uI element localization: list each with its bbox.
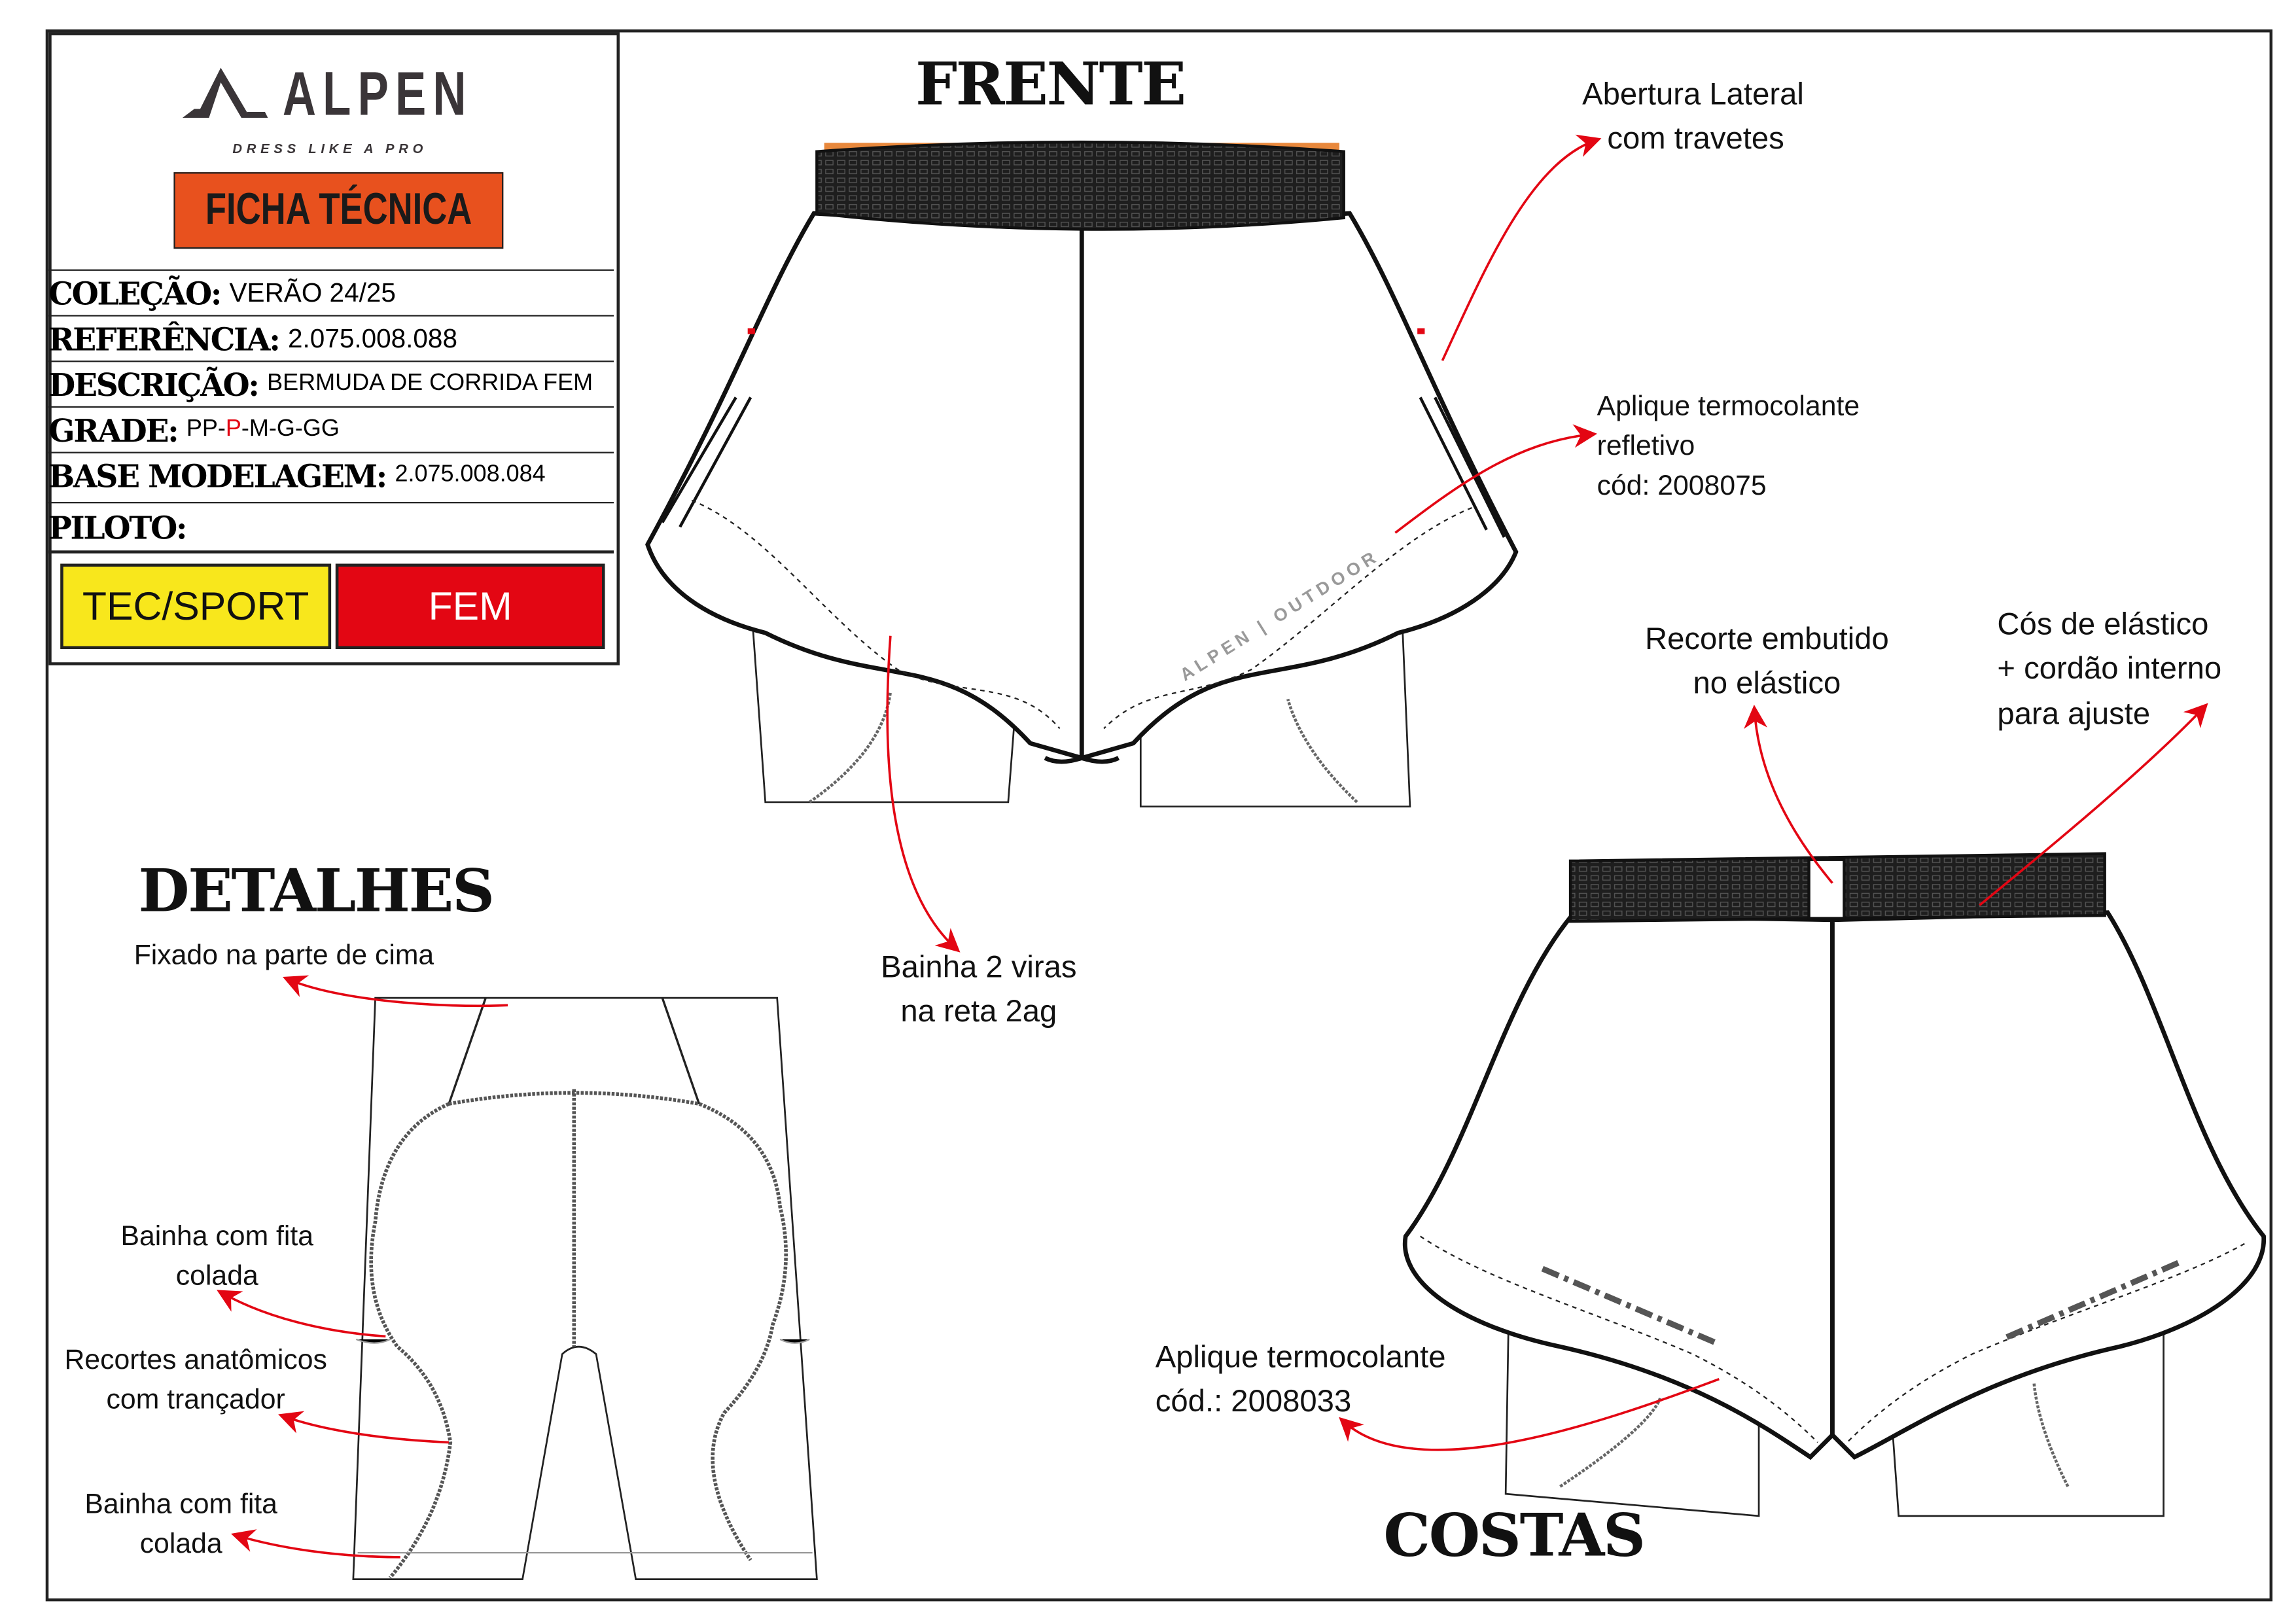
label-abertura: Abertura Lateral com travetes [1582, 73, 1804, 163]
annotation-arrows [217, 134, 2208, 1559]
category-badge: TEC/SPORT [60, 563, 332, 649]
label-cos-elastico: Cós de elástico + cordão interno para ajus… [1997, 603, 2221, 737]
back-view-title: COSTAS [1383, 1501, 1646, 1571]
label-bainha-fita-1: Bainha com fita colada [103, 1219, 331, 1297]
annotation-line: Recorte embutido [1644, 622, 1889, 657]
sheet-frame [45, 29, 2273, 1602]
row-piloto: PILOTO: [48, 502, 614, 554]
annotation-line: Cós de elástico [1997, 608, 2209, 642]
label: COLEÇÃO: [48, 274, 222, 311]
doc-title: FICHA TÉCNICA [205, 185, 472, 234]
doc-title-badge: FICHA TÉCNICA [173, 172, 504, 249]
row-colecao: COLEÇÃO:VERÃO 24/25 [48, 269, 614, 315]
annotation-line: Bainha 2 viras [881, 951, 1077, 985]
value: BERMUDA DE CORRIDA FEM [267, 370, 593, 397]
row-base: BASE MODELAGEM: 2.075.008.084 [48, 451, 614, 498]
value: 2.075.008.084 [395, 462, 546, 487]
row-descricao: DESCRIÇÃO: BERMUDA DE CORRIDA FEM [48, 361, 614, 406]
label: BASE MODELAGEM: [48, 457, 387, 494]
annotation-line: cód: 2008075 [1597, 470, 1767, 502]
annotation-line: na reta 2ag [900, 995, 1057, 1030]
annotation-line: Abertura Lateral [1582, 78, 1804, 112]
details-title: DETALHES [138, 856, 495, 926]
front-shorts-drawing [645, 140, 1519, 808]
label-bainha-2-viras: Bainha 2 viras na reta 2ag [861, 946, 1097, 1036]
value: VERÃO 24/25 [229, 277, 396, 307]
annotation-line: Bainha com fita [84, 1489, 277, 1521]
annotation-line: colada [139, 1528, 222, 1560]
annotation-line: com trançador [106, 1384, 285, 1416]
brand-tagline: DRESS LIKE A PRO [232, 141, 428, 156]
brand-name: ALPEN [282, 58, 473, 128]
label: REFERÊNCIA: [48, 320, 281, 357]
annotation-line: para ajuste [1997, 697, 2151, 732]
label-bainha-fita-2: Bainha com fita colada [71, 1487, 291, 1565]
back-shorts-drawing [1402, 852, 2266, 1517]
label-recortes-anatomicos: Recortes anatômicos com trançador [56, 1342, 335, 1421]
annotation-line: Aplique termocolante [1155, 1341, 1446, 1375]
annotation-line: + cordão interno [1997, 652, 2222, 687]
grade-highlight: P [225, 416, 241, 442]
row-referencia: REFERÊNCIA:2.075.008.088 [48, 315, 614, 361]
label-aplique-refletivo: Aplique termocolante refletivo cód: 200807… [1597, 389, 1860, 508]
label: PILOTO: [48, 508, 187, 546]
annotation-line: Recortes anatômicos [64, 1345, 327, 1377]
front-view-title: FRENTE [915, 50, 1186, 120]
label: DESCRIÇÃO: [48, 365, 260, 403]
label-fixado: Fixado na parte de cima [133, 940, 434, 972]
row-grade: GRADE: PP-P-M-G-GG [48, 406, 614, 452]
annotation-line: com travetes [1607, 122, 1784, 157]
annotation-line: cód.: 2008033 [1155, 1385, 1352, 1420]
annotation-line: colada [175, 1260, 258, 1292]
gender-badge: FEM [335, 563, 605, 649]
grade-pre: PP- [186, 416, 226, 442]
annotation-line: Aplique termocolante [1597, 391, 1860, 423]
label-recorte-embutido: Recorte embutido no elástico [1616, 618, 1918, 708]
alpen-logo-icon [182, 67, 268, 118]
grade-post: -M-G-GG [241, 416, 340, 442]
value: 2.075.008.088 [288, 323, 458, 353]
label: GRADE: [48, 411, 179, 448]
info-panel [48, 32, 620, 665]
annotation-line: refletivo [1597, 431, 1695, 463]
detail-leggings-drawing [352, 997, 818, 1580]
annotation-line: Bainha com fita [120, 1222, 314, 1253]
annotation-line: no elástico [1693, 667, 1841, 701]
label-aplique-costas: Aplique termocolante cód.: 2008033 [1156, 1336, 1446, 1426]
